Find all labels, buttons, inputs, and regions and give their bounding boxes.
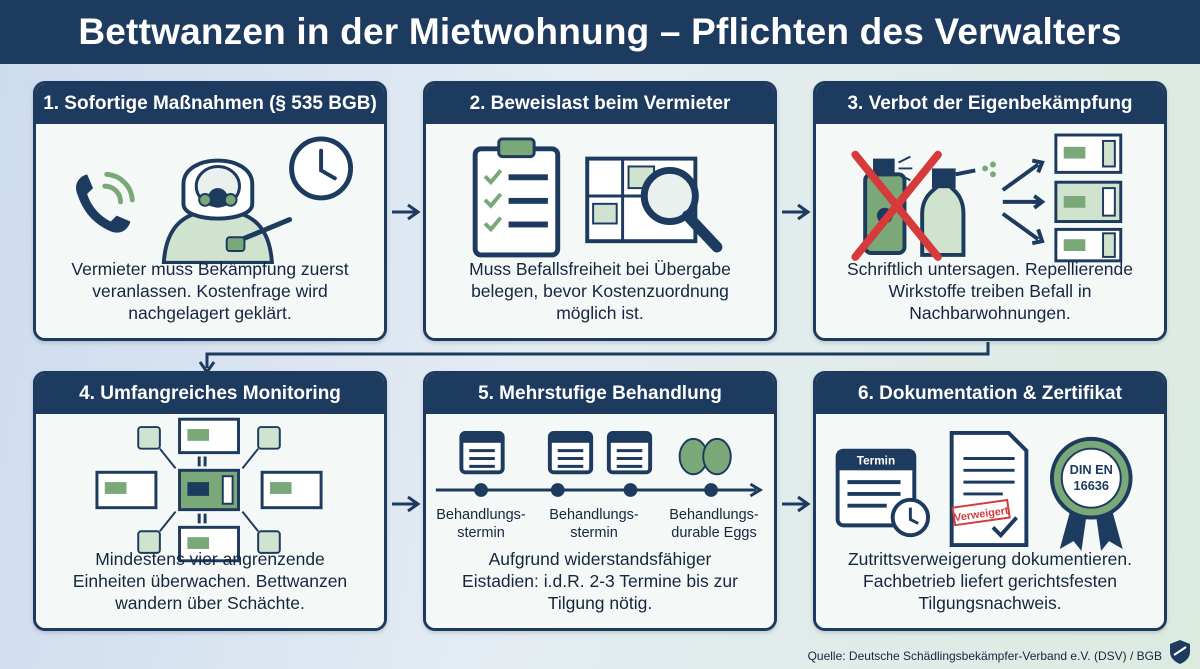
card-header: 4. Umfangreiches Monitoring (36, 374, 384, 414)
flow-arrow (392, 203, 421, 221)
card-monitoring: 4. Umfangreiches Monitoring (33, 371, 387, 631)
timeline-label-line: Behandlungs- (669, 507, 759, 523)
flow-arrow (782, 495, 811, 513)
card-documentation: 6. Dokumentation & Zertifikat Termin Ver… (813, 371, 1167, 631)
timeline (435, 482, 764, 498)
card-header: 1. Sofortige Maßnahmen (§ 535 BGB) (36, 84, 384, 124)
shield-icon (1170, 640, 1190, 664)
certificate-seal-icon (1049, 436, 1133, 551)
card-body: Vermieter muss Bekämpfung zuerst veranla… (36, 124, 384, 338)
card-header: 5. Mehrstufige Behandlung (426, 374, 774, 414)
description-line: Mindestens vier angrenzende (95, 549, 325, 569)
card-burden-of-proof: 2. Beweislast beim Vermieter (423, 81, 777, 341)
card-header: 3. Verbot der Eigenbekämpfung (816, 84, 1164, 124)
seal-text: 16636 (1074, 478, 1110, 493)
description-line: möglich ist. (556, 303, 644, 323)
clock-icon (289, 136, 354, 201)
spray-bottle-icon (920, 161, 996, 257)
neighbour-apartment-icon (1054, 227, 1123, 263)
card-body: Muss Befallsfreiheit bei Übergabe belege… (426, 124, 774, 338)
description-line: Fachbetrieb liefert gerichtsfesten (863, 571, 1117, 591)
timeline-label-line: Behandlungs- (436, 507, 526, 523)
card-illustration (95, 417, 323, 563)
description-line: Tilgungsnachweis. (918, 593, 1062, 613)
page-title: Bettwanzen in der Mietwohnung – Pflichte… (78, 11, 1122, 52)
card-illustration: Termin Verweigert DIN EN 16636 (835, 431, 1133, 551)
description-line: Vermieter muss Bekämpfung zuerst (71, 259, 349, 279)
card-multistep-treatment: 5. Mehrstufige Behandlung (423, 371, 777, 631)
timeline-label-line: stermin (457, 525, 505, 541)
card-description: Aufgrund widerstandsfähiger Eistadien: i… (436, 548, 764, 614)
card-header: 2. Beweislast beim Vermieter (426, 84, 774, 124)
seal-text: DIN EN (1070, 462, 1113, 477)
card-header: 6. Dokumentation & Zertifikat (816, 374, 1164, 414)
card-illustration (435, 431, 764, 498)
description-line: Eistadien: i.d.R. 2-3 Termine bis zur (462, 571, 738, 591)
timeline-label: Behandlungs- durable Eggs (664, 506, 764, 542)
hazmat-worker-icon (161, 158, 293, 264)
apartment-grid-icon (95, 417, 323, 563)
card-body: Schriftlich untersagen. Repellierende Wi… (816, 124, 1164, 338)
description-line: Tilgung nötig. (547, 593, 653, 613)
description-line: Zutrittsverweigerung dokumentieren. (847, 549, 1133, 569)
card-description: Zutrittsverweigerung dokumentieren. Fach… (826, 548, 1154, 614)
description-line: wandern über Schächte. (115, 593, 305, 613)
description-line: Wirkstoffe treiben Befall in (888, 281, 1092, 301)
card-body: Mindestens vier angrenzende Einheiten üb… (36, 414, 384, 628)
phone-icon (76, 171, 135, 233)
title-bar: Bettwanzen in der Mietwohnung – Pflichte… (0, 0, 1200, 64)
card-description: Schriftlich untersagen. Repellierende Wi… (826, 258, 1154, 324)
calendar-label: Termin (857, 454, 895, 467)
clipboard-checklist-icon (472, 137, 561, 258)
card-illustration (851, 133, 1123, 263)
timeline-label-line: stermin (570, 525, 618, 541)
card-self-treatment-ban: 3. Verbot der Eigenbekämpfung (813, 81, 1167, 341)
timeline-label-line: durable Eggs (671, 525, 757, 541)
description-line: Schriftlich untersagen. Repellierende (847, 259, 1133, 279)
neighbour-apartment-icon (1054, 180, 1123, 223)
timeline-label-line: Behandlungs- (549, 507, 639, 523)
card-description: Vermieter muss Bekämpfung zuerst veranla… (46, 258, 374, 324)
description-line: belegen, bevor Kostenzuordnung (471, 281, 729, 301)
card-immediate-measures: 1. Sofortige Maßnahmen (§ 535 BGB) (33, 81, 387, 341)
flow-arrow-return (198, 342, 990, 374)
card-illustration (76, 136, 354, 264)
description-line: Muss Befallsfreiheit bei Übergabe (469, 259, 731, 279)
card-illustration (472, 137, 723, 258)
spread-arrows-icon (1001, 158, 1046, 246)
timeline-label: Behandlungs- stermin (544, 506, 644, 542)
calendar-icon (459, 431, 505, 475)
source-note: Quelle: Deutsche Schädlingsbekämpfer-Ver… (807, 649, 1162, 663)
flow-arrow (392, 495, 421, 513)
magnifier-icon (640, 166, 723, 253)
description-line: Nachbarwohnungen. (909, 303, 1071, 323)
neighbour-apartment-icon (1054, 133, 1123, 174)
card-description: Mindestens vier angrenzende Einheiten üb… (46, 548, 374, 614)
calendar-icon (547, 431, 594, 475)
timeline-label: Behandlungs- stermin (431, 506, 531, 542)
description-line: veranlassen. Kostenfrage wird (92, 281, 328, 301)
calendar-clock-icon (835, 448, 931, 538)
card-body: Termin Verweigert DIN EN 16636 Zutrittsv… (816, 414, 1164, 628)
card-description: Muss Befallsfreiheit bei Übergabe belege… (436, 258, 764, 324)
description-line: Aufgrund widerstandsfähiger (488, 549, 712, 569)
card-body: Behandlungs- stermin Behandlungs- stermi… (426, 414, 774, 628)
prohibited-icon (851, 150, 942, 261)
eggs-icon (678, 437, 732, 476)
calendar-icon (606, 431, 653, 475)
description-line: Einheiten überwachen. Bettwanzen (72, 571, 348, 591)
document-icon (949, 431, 1029, 547)
description-line: nachgelagert geklärt. (128, 303, 292, 323)
flow-arrow (782, 203, 811, 221)
